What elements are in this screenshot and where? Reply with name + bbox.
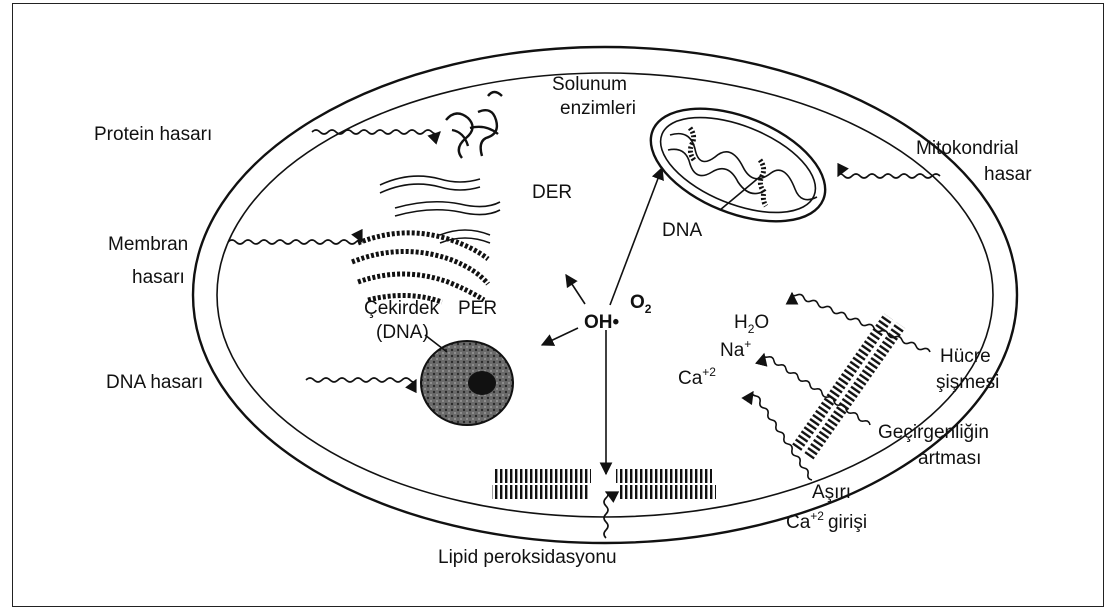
label-mitokondrial: Mitokondrial (916, 138, 1018, 159)
cell-swelling-wave (792, 293, 930, 352)
nucleus (421, 341, 513, 425)
dna-damage-wave (306, 378, 416, 382)
label-hucre: Hücre (940, 346, 991, 367)
label-dna-paren: (DNA) (376, 322, 429, 343)
label-oh: OH• (584, 312, 620, 333)
label-asiri: Aşırı (812, 482, 851, 503)
nucleolus (468, 371, 496, 395)
protein-damage-wave (312, 130, 440, 134)
respiratory-enzymes (446, 92, 502, 158)
label-per: PER (458, 298, 497, 319)
inner-cell-membrane (217, 73, 993, 517)
dna-pointer-line (720, 175, 762, 210)
outer-cell-membrane (193, 47, 1017, 543)
label-gecirgenligin: Geçirgenliğin (878, 422, 989, 443)
lipid-peroxidation-wave (604, 492, 608, 538)
arrow-to-nucleus (542, 328, 578, 345)
label-membran: Membran (108, 234, 188, 255)
mitochondrial-damage-wave (838, 174, 940, 178)
membrane-damage-wave (228, 240, 362, 244)
label-cekirdek: Çekirdek (364, 298, 439, 319)
arrow-to-der (566, 275, 585, 304)
label-artmasi: artması (918, 448, 981, 469)
label-enzimleri: enzimleri (560, 98, 636, 119)
label-hasar: hasar (984, 164, 1032, 185)
per-cisternae (352, 233, 488, 302)
label-o2: O2 (630, 292, 652, 316)
label-h2o: H2O (734, 312, 769, 336)
label-solunum: Solunum (552, 74, 627, 95)
lipid-membrane-patch (492, 469, 716, 499)
label-sismesi: şişmesi (936, 372, 999, 393)
label-protein-hasari: Protein hasarı (94, 124, 212, 145)
arrow-to-mitochondrion (610, 168, 662, 305)
label-ca: Ca+2 (678, 365, 716, 389)
label-na: Na+ (720, 337, 751, 361)
label-membran-hasari: hasarı (132, 267, 185, 288)
label-der: DER (532, 182, 572, 203)
label-dna-hasari: DNA hasarı (106, 372, 203, 393)
label-lipid-peroksidasyonu: Lipid peroksidasyonu (438, 547, 617, 568)
label-dna-mito: DNA (662, 220, 702, 241)
